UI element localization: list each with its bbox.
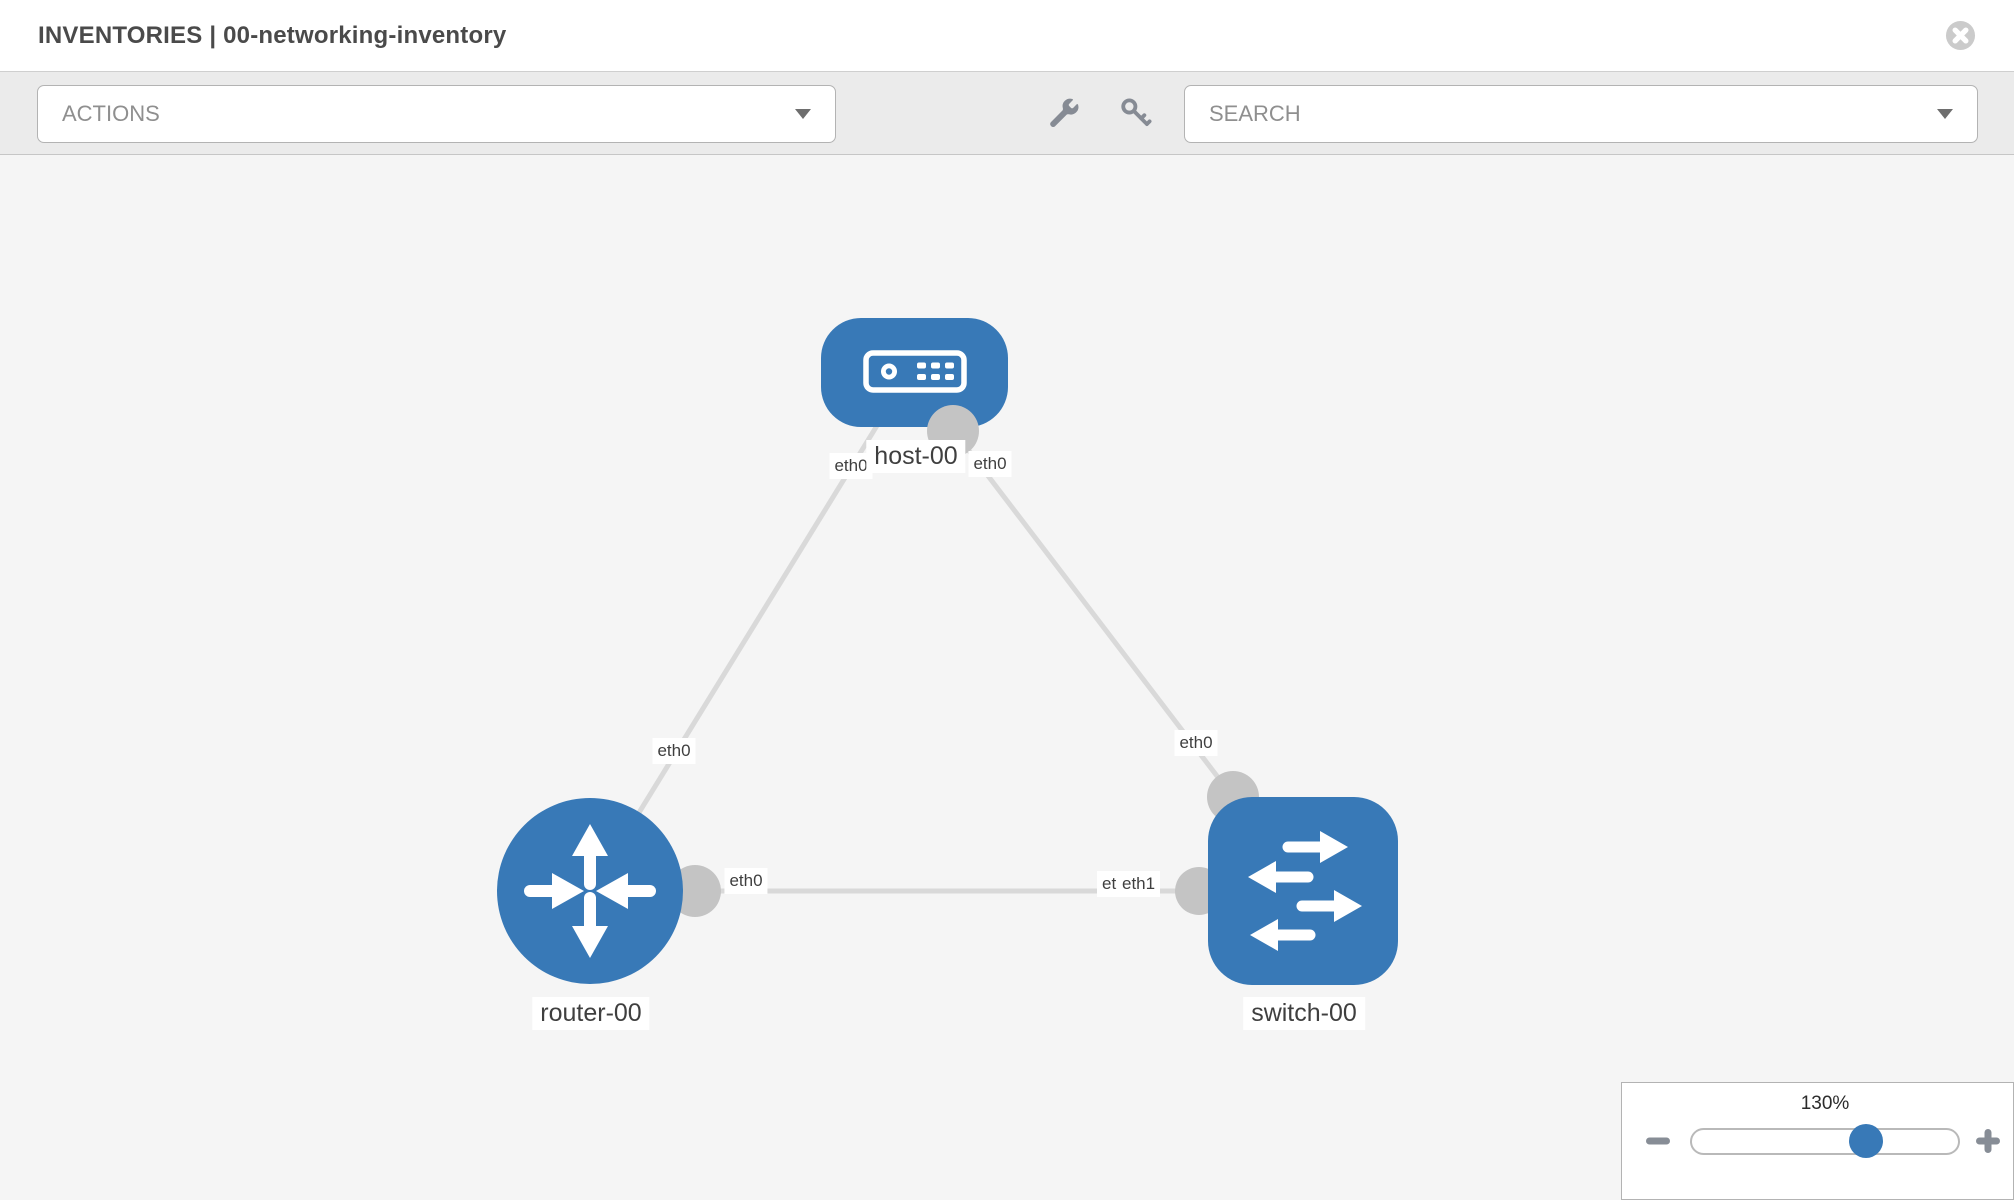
page-title: INVENTORIES | 00-networking-inventory	[38, 21, 507, 49]
link-host-router[interactable]	[589, 422, 881, 891]
actions-dropdown[interactable]: ACTIONS	[37, 85, 836, 143]
node-switch-00[interactable]	[1208, 797, 1398, 985]
switch-icon	[1248, 831, 1362, 951]
chevron-down-icon	[795, 109, 811, 119]
interface-label-router-eth0: eth0	[724, 868, 768, 894]
router-icon	[524, 824, 656, 958]
search-dropdown-label: SEARCH	[1209, 101, 1301, 126]
zoom-panel: 130%	[1621, 1082, 2014, 1200]
node-label-switch-00: switch-00	[1243, 997, 1365, 1030]
plus-icon[interactable]	[1974, 1127, 2002, 1155]
minus-icon[interactable]	[1644, 1127, 1672, 1155]
interface-label-router-uplink-eth0: eth0	[652, 738, 696, 764]
chevron-down-icon	[1937, 109, 1953, 119]
zoom-slider-track[interactable]	[1690, 1124, 1960, 1158]
node-host-00[interactable]	[821, 318, 1008, 427]
zoom-slider-thumb[interactable]	[1849, 1124, 1883, 1158]
node-label-host-00: host-00	[866, 440, 966, 473]
close-icon[interactable]	[1945, 20, 1976, 51]
interface-label-switch-uplink-eth0: eth0	[1174, 730, 1218, 756]
link-lines	[589, 422, 1235, 894]
zoom-level-readout: 130%	[1800, 1093, 1850, 1114]
toolbar: ACTIONS SEARCH	[0, 72, 2014, 155]
key-icon[interactable]	[1118, 96, 1152, 130]
header: INVENTORIES | 00-networking-inventory	[0, 0, 2014, 72]
node-label-router-00: router-00	[532, 997, 650, 1030]
interface-label-host-eth0-left: eth0	[829, 453, 873, 479]
actions-dropdown-label: ACTIONS	[62, 101, 160, 126]
interface-endpoints	[669, 771, 1259, 917]
wrench-icon[interactable]	[1047, 96, 1081, 130]
topology-canvas[interactable]: eth0 eth0 eth0 eth0 eth0 eth0 eth1 host-…	[0, 155, 2014, 1200]
node-router-00[interactable]	[497, 798, 683, 984]
search-dropdown[interactable]: SEARCH	[1184, 85, 1978, 143]
interface-label-switch-eth1: eth1	[1117, 871, 1161, 897]
interface-label-host-eth0-right: eth0	[968, 451, 1012, 477]
host-icon	[863, 350, 967, 393]
